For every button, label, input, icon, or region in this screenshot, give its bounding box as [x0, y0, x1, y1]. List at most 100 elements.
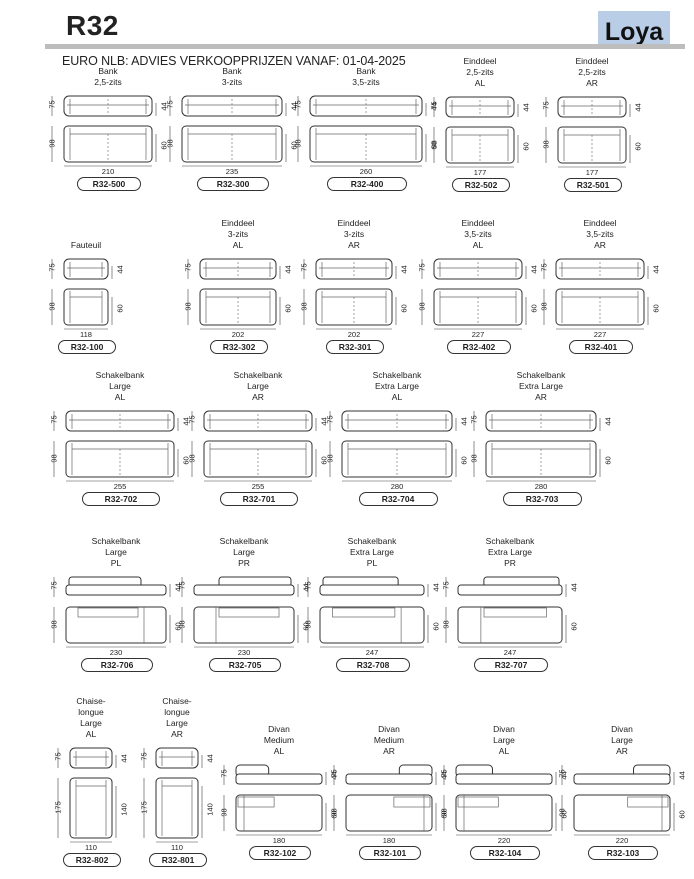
sofa-drawing	[329, 410, 457, 482]
product-label-line: Medium	[373, 735, 405, 745]
product-label-line: AR	[594, 240, 606, 250]
product-label-line: AL	[474, 78, 486, 88]
product-label-line: 3-zits	[227, 229, 249, 239]
product-code-badge: R32-707	[473, 658, 549, 672]
sofa-drawing	[473, 410, 601, 482]
width-dimension: 220	[615, 836, 629, 845]
product-label-line: Divan	[378, 724, 400, 734]
seat-height-dimension: 44	[603, 417, 613, 426]
seat-depth-dimension: 140	[119, 803, 129, 816]
product-code-badge: R32-101	[358, 846, 422, 860]
width-dimension: 227	[471, 330, 485, 339]
sofa-drawing	[181, 576, 299, 648]
product-code-badge: R32-706	[81, 658, 153, 672]
product-label-line: 3-zits	[221, 77, 243, 87]
product-code-badge: R32-301	[326, 340, 384, 354]
product-label-line: Chaise-	[76, 696, 106, 706]
sofa-drawing	[445, 576, 567, 648]
product-label-line: 3,5-zits	[352, 77, 380, 87]
product-label-line: Einddeel	[583, 218, 617, 228]
product-code-badge: R32-401	[569, 340, 633, 354]
product-label-line: Schakelbank	[347, 536, 397, 546]
seat-height-dimension: 44	[569, 583, 579, 592]
product-code-badge: R32-302	[210, 340, 268, 354]
sofa-drawing	[433, 96, 519, 168]
product-label-line: AR	[535, 392, 547, 402]
sofa-drawing	[561, 764, 675, 836]
product-label-line: Large	[109, 381, 131, 391]
product-label-line: 3-zits	[343, 229, 365, 239]
product-label-line: AL	[273, 746, 285, 756]
product-label-line: 3,5-zits	[464, 229, 492, 239]
product-code-badge: R32-802	[63, 853, 121, 867]
width-dimension: 280	[390, 482, 404, 491]
product-label-line: Einddeel	[463, 56, 497, 66]
seat-height-dimension: 44	[205, 754, 215, 763]
product-label-line: Divan	[493, 724, 515, 734]
product-label-line: Medium	[263, 735, 295, 745]
width-dimension: 247	[503, 648, 517, 657]
header-divider	[45, 44, 685, 49]
width-dimension: 202	[347, 330, 361, 339]
product-label-line: Divan	[268, 724, 290, 734]
seat-depth-dimension: 60	[115, 304, 125, 313]
sofa-drawing	[333, 764, 437, 836]
product-label-line: 2,5-zits	[578, 67, 606, 77]
sofa-drawing	[143, 747, 203, 843]
seat-height-dimension: 44	[399, 265, 409, 274]
product-label-line: Large	[493, 735, 515, 745]
sofa-drawing	[57, 747, 117, 843]
sofa-drawing	[187, 258, 281, 330]
seat-height-dimension: 44	[283, 265, 293, 274]
product-label-line: Schakelbank	[219, 536, 269, 546]
seat-height-dimension: 44	[651, 265, 661, 274]
sofa-drawing	[51, 258, 113, 330]
product-label-line: AR	[252, 392, 264, 402]
seat-height-dimension: 44	[119, 754, 129, 763]
width-dimension: 118	[80, 330, 92, 339]
seat-depth-dimension: 60	[651, 304, 661, 313]
width-dimension: 255	[251, 482, 265, 491]
product-code-badge: R32-402	[447, 340, 511, 354]
product-code-badge: R32-705	[209, 658, 281, 672]
product-label-line: Large	[80, 718, 102, 728]
product-label-line: Bank	[98, 66, 118, 76]
product-code-badge: R32-300	[197, 177, 269, 191]
seat-depth-dimension: 60	[569, 622, 579, 631]
product-label-line: Large	[233, 547, 255, 557]
product-label-line: Extra Large	[519, 381, 563, 391]
product-label-line: Extra Large	[375, 381, 419, 391]
brand-logo: Loya	[598, 11, 670, 49]
product-label-line: Einddeel	[575, 56, 609, 66]
sofa-drawing	[191, 410, 317, 482]
product-code-badge: R32-400	[326, 177, 408, 191]
product-label-line: Schakelbank	[95, 370, 145, 380]
